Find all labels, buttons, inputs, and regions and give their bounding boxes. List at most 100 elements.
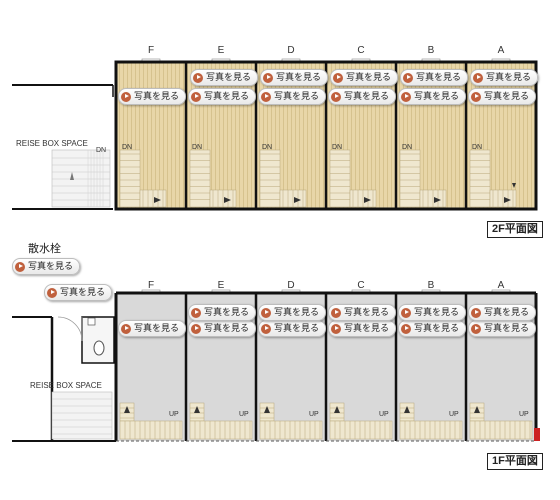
marker-1f-red bbox=[534, 428, 540, 441]
unit-1f-stair-arrow bbox=[194, 406, 200, 413]
play-icon bbox=[331, 323, 341, 334]
play-icon bbox=[191, 307, 201, 318]
unit-1f-stair-arrow bbox=[334, 406, 340, 413]
unit-label-2f: C bbox=[357, 45, 364, 56]
unit-1f-stair-arrow bbox=[474, 406, 480, 413]
play-icon bbox=[261, 91, 271, 102]
photo-button-label: 写真を見る bbox=[484, 91, 530, 101]
photo-button-2f-top-e[interactable]: 写真を見る bbox=[190, 69, 259, 86]
unit-label-1f: E bbox=[218, 280, 225, 291]
toilet-door-swing bbox=[57, 316, 83, 342]
stair-down-label-left: DN bbox=[96, 147, 106, 154]
space-name-1f: REISE BOX SPACE bbox=[30, 381, 102, 390]
unit-2f-stair bbox=[329, 149, 351, 208]
photo-button-label: 写真を見る bbox=[204, 307, 250, 317]
floor-2f-label: 2F平面図 bbox=[487, 221, 543, 238]
play-icon bbox=[471, 307, 481, 318]
photo-button-label: 写真を見る bbox=[416, 72, 462, 82]
stair-down-label: DN bbox=[262, 144, 272, 151]
stair-down-label: DN bbox=[402, 144, 412, 151]
unit-2f-stair-arrow bbox=[504, 197, 511, 203]
photo-button-1f-c[interactable]: 写真を見る bbox=[328, 320, 397, 337]
unit-2f-stair bbox=[399, 149, 421, 208]
unit-1f-stair-run bbox=[399, 420, 463, 440]
unit-2f-stair bbox=[119, 149, 141, 208]
play-icon bbox=[331, 307, 341, 318]
unit-1f-stair-arrow bbox=[404, 406, 410, 413]
unit-2f-stair-arrow bbox=[434, 197, 441, 203]
unit-label-2f: B bbox=[428, 45, 435, 56]
unit-label-1f: F bbox=[148, 280, 154, 291]
stair-2f-left-arrow bbox=[70, 172, 74, 180]
photo-button-2f-e[interactable]: 写真を見る bbox=[188, 88, 257, 105]
play-icon bbox=[121, 323, 131, 334]
unit-1f-stair-run bbox=[329, 420, 393, 440]
play-icon bbox=[403, 72, 413, 83]
stair-down-label: DN bbox=[192, 144, 202, 151]
stair-2f-left bbox=[51, 149, 111, 208]
photo-button-2f-d[interactable]: 写真を見る bbox=[258, 88, 327, 105]
photo-button-label: 写真を見る bbox=[60, 287, 106, 297]
photo-button-2f-top-c[interactable]: 写真を見る bbox=[330, 69, 399, 86]
unit-2f-stair-arrow bbox=[224, 197, 231, 203]
photo-button-1f-f[interactable]: 写真を見る bbox=[118, 320, 187, 337]
unit-2f-stair bbox=[259, 149, 281, 208]
toilet-room bbox=[81, 316, 115, 364]
stair-up-label: UP bbox=[449, 411, 459, 418]
marker-2f-a bbox=[512, 183, 516, 188]
play-icon bbox=[261, 307, 271, 318]
photo-button-2f-top-b[interactable]: 写真を見る bbox=[400, 69, 469, 86]
photo-button-1f-b[interactable]: 写真を見る bbox=[398, 320, 467, 337]
photo-button-2f-b[interactable]: 写真を見る bbox=[398, 88, 467, 105]
play-icon bbox=[401, 307, 411, 318]
unit-1f-stair-run bbox=[259, 420, 323, 440]
toilet-icon bbox=[93, 340, 105, 356]
photo-button-label: 写真を見る bbox=[28, 261, 74, 271]
photo-button-label: 写真を見る bbox=[414, 323, 460, 333]
unit-1f-stair-run bbox=[189, 420, 253, 440]
photo-button-label: 写真を見る bbox=[484, 323, 530, 333]
photo-button-label: 写真を見る bbox=[274, 323, 320, 333]
photo-button-label: 写真を見る bbox=[274, 307, 320, 317]
photo-button-2f-f[interactable]: 写真を見る bbox=[118, 88, 187, 105]
play-icon bbox=[261, 323, 271, 334]
unit-label-1f: D bbox=[287, 280, 294, 291]
play-icon bbox=[193, 72, 203, 83]
photo-button-label: 写真を見る bbox=[134, 91, 180, 101]
photo-button-2f-a[interactable]: 写真を見る bbox=[468, 88, 537, 105]
play-icon bbox=[471, 323, 481, 334]
photo-button-2f-top-a[interactable]: 写真を見る bbox=[470, 69, 539, 86]
play-icon bbox=[401, 323, 411, 334]
photo-button-label: 写真を見る bbox=[484, 307, 530, 317]
photo-button-1f-top-e[interactable]: 写真を見る bbox=[188, 304, 257, 321]
unit-2f-stair-arrow bbox=[364, 197, 371, 203]
play-icon bbox=[121, 91, 131, 102]
play-icon bbox=[401, 91, 411, 102]
play-icon bbox=[471, 91, 481, 102]
photo-button-1f-d[interactable]: 写真を見る bbox=[258, 320, 327, 337]
unit-2f-stair bbox=[189, 149, 211, 208]
play-icon bbox=[191, 323, 201, 334]
unit-1f-stair-arrow bbox=[124, 406, 130, 413]
unit-1f-stair-run bbox=[469, 420, 533, 440]
photo-button-1f-top-d[interactable]: 写真を見る bbox=[258, 304, 327, 321]
photo-button-label: 写真を見る bbox=[344, 91, 390, 101]
photo-button-label: 写真を見る bbox=[414, 91, 460, 101]
photo-button-label: 写真を見る bbox=[274, 91, 320, 101]
photo-button-2f-top-d[interactable]: 写真を見る bbox=[260, 69, 329, 86]
photo-button-label: 写真を見る bbox=[206, 72, 252, 82]
photo-button-1f-top-c[interactable]: 写真を見る bbox=[328, 304, 397, 321]
photo-button-1f-a[interactable]: 写真を見る bbox=[468, 320, 537, 337]
photo-button-1f-top-b[interactable]: 写真を見る bbox=[398, 304, 467, 321]
photo-button-1f-top-a[interactable]: 写真を見る bbox=[468, 304, 537, 321]
photo-button-1f-e[interactable]: 写真を見る bbox=[188, 320, 257, 337]
play-icon bbox=[47, 287, 57, 298]
unit-label-1f: C bbox=[357, 280, 364, 291]
photo-button-toilet[interactable]: 写真を見る bbox=[44, 284, 113, 301]
photo-button-label: 写真を見る bbox=[414, 307, 460, 317]
photo-button-sprinkler[interactable]: 写真を見る bbox=[12, 258, 81, 275]
unit-label-2f: F bbox=[148, 45, 154, 56]
photo-button-2f-c[interactable]: 写真を見る bbox=[328, 88, 397, 105]
unit-1f-stair-run bbox=[119, 420, 183, 440]
